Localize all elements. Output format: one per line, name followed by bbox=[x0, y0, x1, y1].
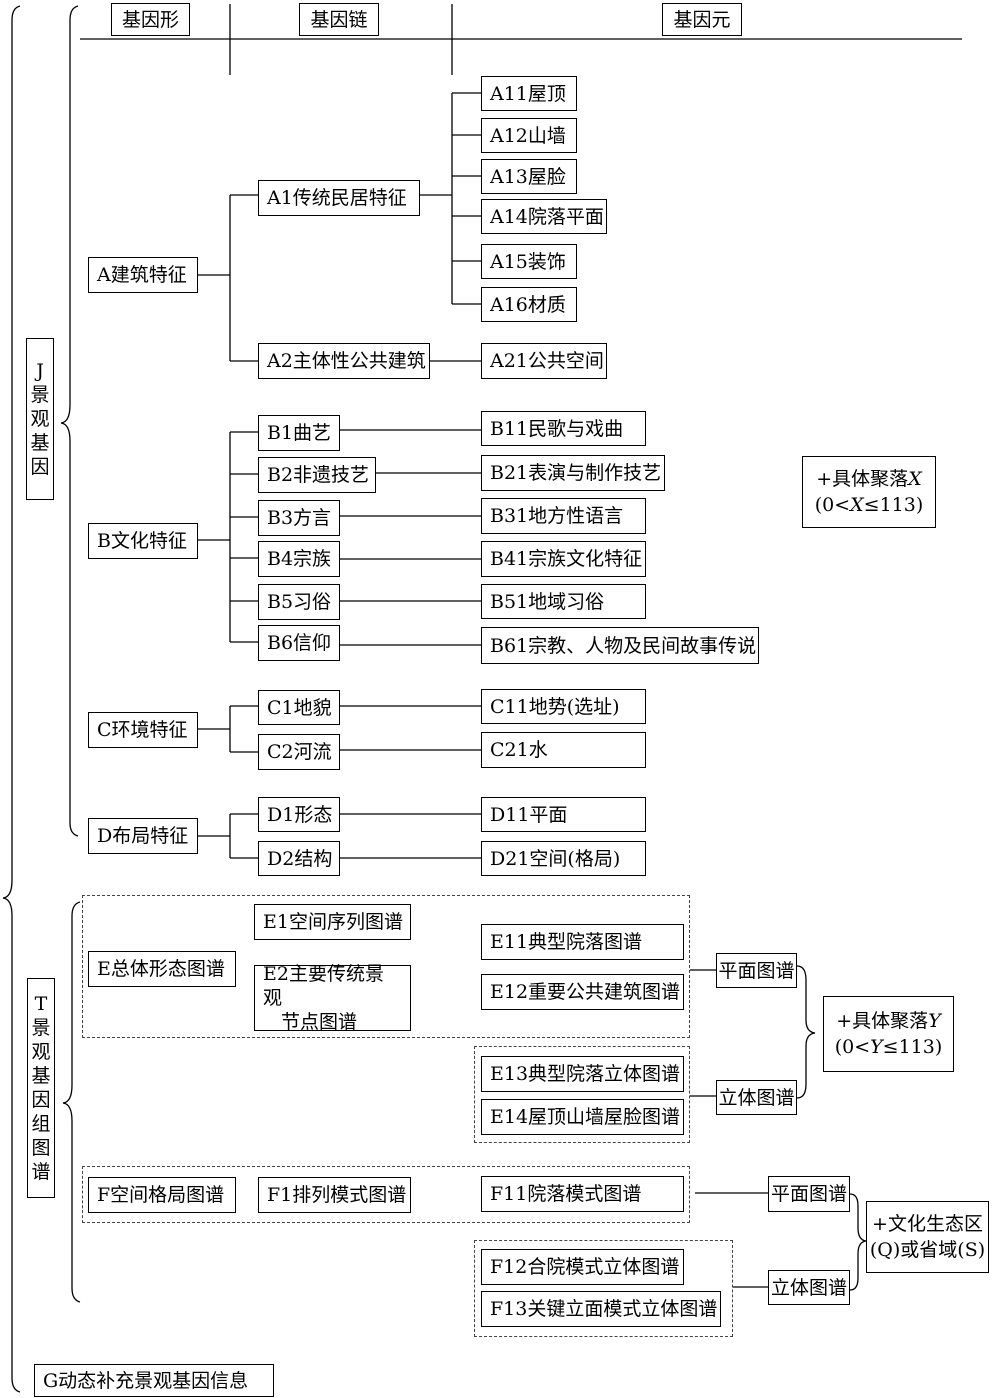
element-d11: D11平面 bbox=[481, 797, 646, 832]
chain-e2-line2: 节点图谱 bbox=[281, 1011, 358, 1033]
chain-d2: D2结构 bbox=[258, 841, 340, 876]
e-group-frame bbox=[82, 895, 690, 1038]
form-e-overall-morphology: E总体形态图谱 bbox=[88, 951, 236, 987]
note-cultural-eco-zone: +文化生态区 (Q)或省域(S) bbox=[866, 1201, 989, 1273]
e-solid-group-frame bbox=[474, 1046, 690, 1143]
element-d21: D21空间(格局) bbox=[481, 841, 646, 876]
j-root-char: 基 bbox=[30, 432, 50, 454]
chain-d1: D1形态 bbox=[258, 797, 340, 832]
chain-b1: B1曲艺 bbox=[258, 415, 340, 451]
chain-c1: C1地貌 bbox=[258, 690, 340, 725]
chain-f1: F1排列模式图谱 bbox=[258, 1177, 411, 1213]
form-b-culture: B文化特征 bbox=[88, 523, 198, 559]
chain-e2-line1: E2主要传统景观 bbox=[263, 963, 384, 1009]
header-gene-chain: 基因链 bbox=[299, 3, 379, 36]
note-y-line2a: (0< bbox=[834, 1036, 871, 1058]
j-root-char: 因 bbox=[30, 456, 50, 478]
element-c11: C11地势(选址) bbox=[481, 689, 646, 724]
chain-a1: A1传统民居特征 bbox=[258, 180, 420, 216]
element-f12: F12合院模式立体图谱 bbox=[481, 1249, 684, 1285]
element-a21: A21公共空间 bbox=[481, 343, 607, 379]
e-plane-atlas: 平面图谱 bbox=[716, 953, 797, 988]
note-y-line2b: ≤113) bbox=[882, 1036, 943, 1058]
element-e11: E11典型院落图谱 bbox=[481, 924, 684, 960]
element-a14: A14院落平面 bbox=[481, 199, 607, 234]
element-b21: B21表演与制作技艺 bbox=[481, 455, 665, 491]
element-a12: A12山墙 bbox=[481, 118, 577, 153]
j-landscape-gene-node: J 景 观 基 因 bbox=[26, 338, 54, 500]
t-root-char: 观 bbox=[31, 1041, 51, 1063]
note-x-var2: X bbox=[850, 494, 864, 516]
element-f13: F13关键立面模式立体图谱 bbox=[481, 1291, 721, 1327]
element-b61: B61宗教、人物及民间故事传说 bbox=[481, 627, 759, 664]
e-solid-atlas: 立体图谱 bbox=[716, 1080, 797, 1115]
note-settlement-y: +具体聚落Y (0<Y≤113) bbox=[823, 996, 954, 1072]
element-e14: E14屋顶山墙屋脸图谱 bbox=[481, 1099, 684, 1135]
chain-a2: A2主体性公共建筑 bbox=[258, 343, 430, 379]
element-b41: B41宗族文化特征 bbox=[481, 541, 646, 577]
element-c21: C21水 bbox=[481, 732, 646, 768]
t-landscape-gene-atlas-node: T 景 观 基 因 组 图 谱 bbox=[27, 978, 55, 1198]
chain-b6: B6信仰 bbox=[258, 625, 340, 661]
t-root-char: 基 bbox=[31, 1065, 51, 1087]
element-a13: A13屋脸 bbox=[481, 159, 577, 194]
form-f-spatial-pattern: F空间格局图谱 bbox=[88, 1177, 236, 1213]
t-root-char: 景 bbox=[31, 1017, 51, 1039]
chain-b4: B4宗族 bbox=[258, 541, 340, 577]
header-gene-form: 基因形 bbox=[111, 3, 190, 36]
chain-e2: E2主要传统景观 节点图谱 bbox=[254, 963, 411, 1033]
chain-b2: B2非遗技艺 bbox=[258, 457, 376, 493]
j-root-char: 景 bbox=[30, 384, 50, 406]
element-a16: A16材质 bbox=[481, 287, 577, 322]
chain-e1: E1空间序列图谱 bbox=[254, 904, 411, 940]
t-root-char: T bbox=[34, 993, 48, 1015]
note-q-line2: (Q)或省域(S) bbox=[869, 1239, 986, 1261]
element-a11: A11屋顶 bbox=[481, 76, 577, 111]
element-b11: B11民歌与戏曲 bbox=[481, 411, 646, 446]
note-y-line1: +具体聚落 bbox=[836, 1010, 929, 1032]
element-f11: F11院落模式图谱 bbox=[481, 1176, 684, 1212]
form-a-architecture: A建筑特征 bbox=[88, 257, 198, 293]
note-settlement-x: +具体聚落X (0<X≤113) bbox=[802, 456, 936, 528]
chain-b3: B3方言 bbox=[258, 500, 340, 536]
element-a15: A15装饰 bbox=[481, 244, 577, 279]
element-e12: E12重要公共建筑图谱 bbox=[481, 974, 684, 1010]
element-b51: B51地域习俗 bbox=[481, 584, 646, 619]
f-plane-atlas: 平面图谱 bbox=[768, 1176, 850, 1212]
note-x-line2a: (0< bbox=[814, 494, 851, 516]
note-q-line1: +文化生态区 bbox=[872, 1213, 983, 1235]
chain-b5: B5习俗 bbox=[258, 584, 340, 620]
f-solid-group-frame bbox=[474, 1240, 733, 1337]
t-root-char: 组 bbox=[31, 1113, 51, 1135]
chain-c2: C2河流 bbox=[258, 734, 340, 770]
note-x-line1: +具体聚落 bbox=[816, 468, 909, 490]
element-b31: B31地方性语言 bbox=[481, 498, 646, 534]
note-x-var: X bbox=[908, 468, 922, 490]
t-root-char: 因 bbox=[31, 1089, 51, 1111]
f-group-frame bbox=[82, 1166, 690, 1223]
element-e13: E13典型院落立体图谱 bbox=[481, 1056, 684, 1092]
j-root-char: J bbox=[36, 360, 44, 382]
note-y-var: Y bbox=[928, 1010, 941, 1032]
form-c-environment: C环境特征 bbox=[88, 712, 198, 748]
f-solid-atlas: 立体图谱 bbox=[768, 1270, 850, 1305]
form-d-layout: D布局特征 bbox=[88, 818, 198, 854]
g-dynamic-supplement-node: G动态补充景观基因信息 bbox=[34, 1364, 274, 1397]
t-root-char: 谱 bbox=[31, 1161, 51, 1183]
t-root-char: 图 bbox=[31, 1137, 51, 1159]
header-gene-element: 基因元 bbox=[662, 3, 742, 36]
note-y-var2: Y bbox=[870, 1036, 883, 1058]
note-x-line2b: ≤113) bbox=[863, 494, 924, 516]
j-root-char: 观 bbox=[30, 408, 50, 430]
